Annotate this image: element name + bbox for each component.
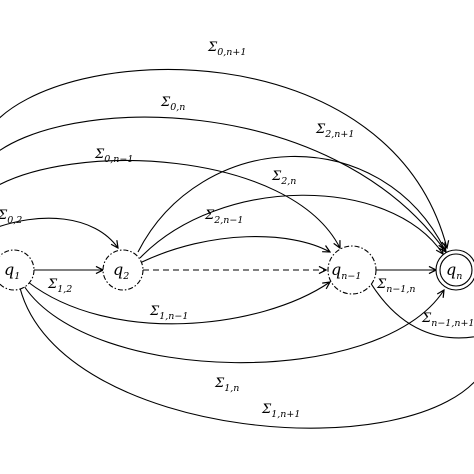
label-sigma-0-n-plus-1: Σ0,n+1 (207, 40, 246, 58)
edge-sigma-1-n (23, 285, 444, 364)
label-sigma-n-minus-1-n: Σn−1,n (376, 277, 415, 295)
edge-sigma-2-n-minus-1 (141, 236, 330, 263)
edge-sigma-n-minus-1-n-plus-1 (369, 281, 474, 339)
label-sigma-1-2: Σ1,2 (47, 277, 72, 295)
label-sigma-2-n-plus-1: Σ2,n+1 (315, 122, 354, 140)
label-sigma-2-n-minus-1: Σ2,n−1 (204, 208, 243, 226)
edge-sigma-1-n-minus-1 (27, 282, 330, 325)
label-sigma-n-minus-1-n-plus-1: Σn−1,n+1 (421, 311, 474, 329)
edge-sigma-1-n-plus-1 (19, 287, 474, 429)
label-sigma-2-n: Σ2,n (271, 169, 296, 187)
svg-text:q1: q1 (4, 260, 20, 282)
state-q-n-final: qn (435, 249, 474, 291)
edge-sigma-0-n (0, 116, 446, 252)
state-q1: q1 (0, 249, 35, 291)
label-sigma-1-n: Σ1,n (214, 376, 239, 394)
edge-sigma-0-2 (0, 217, 118, 248)
edge-sigma-0-n-minus-1 (0, 159, 340, 248)
state-q-n-minus-1: qn−1 (327, 245, 377, 295)
svg-text:q2: q2 (113, 260, 129, 282)
svg-text:qn: qn (446, 260, 462, 282)
edge-sigma-2-n (139, 194, 443, 259)
edge-sigma-2-n-plus-1 (137, 155, 445, 253)
state-q2: q2 (102, 249, 144, 291)
svg-text:qn−1: qn−1 (331, 260, 361, 282)
label-sigma-1-n-minus-1: Σ1,n−1 (149, 304, 188, 322)
label-sigma-0-2: Σ0,2 (0, 208, 22, 226)
label-sigma-0-n: Σ0,n (160, 95, 185, 113)
edge-sigma-0-n-plus-1 (0, 69, 447, 248)
label-sigma-0-n-minus-1: Σ0,n−1 (94, 147, 133, 165)
label-sigma-1-n-plus-1: Σ1,n+1 (261, 402, 300, 420)
